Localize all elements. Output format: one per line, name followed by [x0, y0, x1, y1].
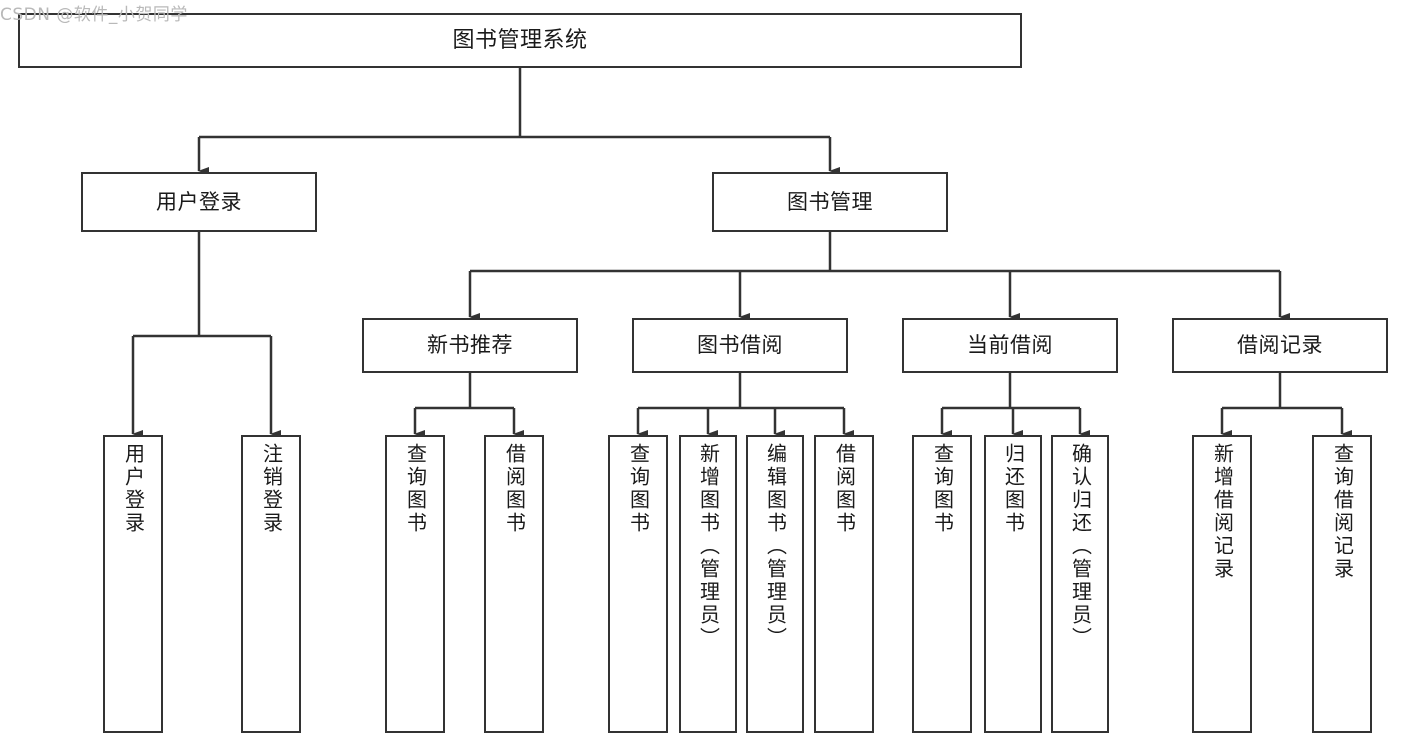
node-leaf-bl-edit[interactable]: 编辑图书（管理员）: [746, 435, 804, 733]
node-root[interactable]: 图书管理系统: [18, 13, 1022, 68]
node-label: 图书管理系统: [452, 27, 588, 53]
node-label: 图书管理: [787, 189, 873, 214]
node-leaf-bl-add[interactable]: 新增图书（管理员）: [679, 435, 737, 733]
node-label: 新书推荐: [427, 333, 513, 358]
node-leaf-login[interactable]: 用户登录: [103, 435, 163, 733]
node-leaf-cur-confirm[interactable]: 确认归还（管理员）: [1051, 435, 1109, 733]
node-label: 注销登录: [259, 443, 284, 535]
node-newbook[interactable]: 新书推荐: [362, 318, 578, 373]
node-leaf-bl-borrow[interactable]: 借阅图书: [814, 435, 874, 733]
node-leaf-nb-borrow[interactable]: 借阅图书: [484, 435, 544, 733]
node-borrow[interactable]: 图书借阅: [632, 318, 848, 373]
node-leaf-nb-query[interactable]: 查询图书: [385, 435, 445, 733]
node-records[interactable]: 借阅记录: [1172, 318, 1388, 373]
node-label: 借阅记录: [1237, 333, 1323, 358]
node-leaf-cur-query[interactable]: 查询图书: [912, 435, 972, 733]
node-label: 用户登录: [121, 443, 146, 535]
node-label: 编辑图书（管理员）: [763, 443, 788, 650]
node-bookmgmt[interactable]: 图书管理: [712, 172, 948, 232]
node-login[interactable]: 用户登录: [81, 172, 317, 232]
node-leaf-cur-return[interactable]: 归还图书: [984, 435, 1042, 733]
node-label: 查询图书: [930, 443, 955, 535]
node-label: 查询借阅记录: [1330, 443, 1355, 581]
node-label: 借阅图书: [502, 443, 527, 535]
node-label: 确认归还（管理员）: [1068, 443, 1093, 650]
node-current[interactable]: 当前借阅: [902, 318, 1118, 373]
node-leaf-bl-query[interactable]: 查询图书: [608, 435, 668, 733]
node-label: 新增借阅记录: [1210, 443, 1235, 581]
node-leaf-rec-query[interactable]: 查询借阅记录: [1312, 435, 1372, 733]
node-label: 借阅图书: [832, 443, 857, 535]
node-label: 图书借阅: [697, 333, 783, 358]
node-label: 查询图书: [403, 443, 428, 535]
node-leaf-logout[interactable]: 注销登录: [241, 435, 301, 733]
node-label: 新增图书（管理员）: [696, 443, 721, 650]
node-label: 查询图书: [626, 443, 651, 535]
node-label: 归还图书: [1001, 443, 1026, 535]
node-label: 当前借阅: [967, 333, 1053, 358]
node-leaf-rec-add[interactable]: 新增借阅记录: [1192, 435, 1252, 733]
node-label: 用户登录: [156, 189, 242, 214]
csdn-watermark: CSDN @软件_小贺同学: [0, 5, 188, 25]
